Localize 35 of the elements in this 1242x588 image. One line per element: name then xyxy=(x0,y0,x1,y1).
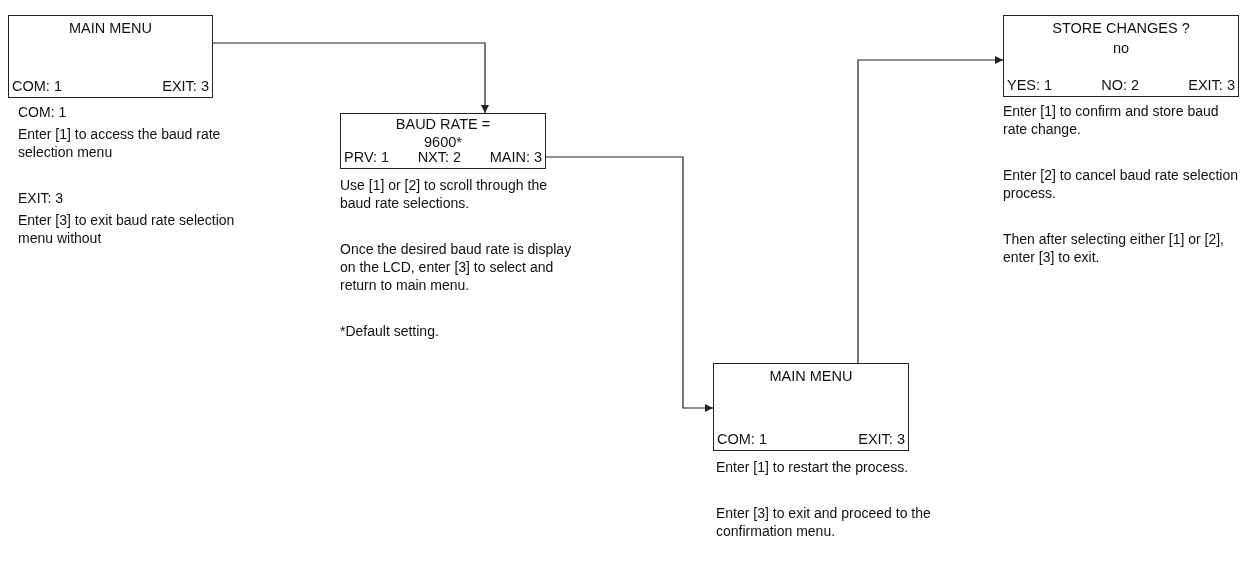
key-option: COM: 1 xyxy=(717,431,767,447)
instruction-text: Enter [1] to access the baud rate selection menu xyxy=(18,125,222,161)
instruction-text: Enter [2] to cancel baud rate selection process. xyxy=(1003,166,1240,202)
lcd-screen-box xyxy=(340,113,546,169)
instruction-text: Enter [3] to exit baud rate selection menu without xyxy=(18,211,236,247)
screen-title: MAIN MENU xyxy=(768,368,854,384)
key-option: PRV: 1 xyxy=(344,149,390,165)
screen-title: BAUD RATE = xyxy=(394,116,492,132)
screen-value: no xyxy=(1111,40,1131,56)
lcd-screen-box xyxy=(713,363,909,451)
connector-arrow xyxy=(212,42,489,114)
instruction-text: Enter [1] to restart the process. xyxy=(716,458,910,476)
instruction-text: Use [1] or [2] to scroll through the baud rate selections. xyxy=(340,176,548,212)
key-option: NXT: 2 xyxy=(417,149,462,165)
screen-title: STORE CHANGES ? xyxy=(1051,20,1191,36)
instruction-text: COM: 1 xyxy=(18,103,68,121)
instruction-text: Then after selecting either [1] or [2], enter [3] to exit. xyxy=(1003,230,1225,266)
screen-value: 9600* xyxy=(423,134,463,150)
instruction-text: *Default setting. xyxy=(340,322,440,340)
lcd-screen-box xyxy=(1003,15,1239,97)
key-option: EXIT: 3 xyxy=(858,431,905,447)
key-option: COM: 1 xyxy=(12,78,62,94)
connector-arrow xyxy=(857,56,1004,364)
key-option: EXIT: 3 xyxy=(1188,77,1235,93)
instruction-text: Once the desired baud rate is display on the LCD, enter [3] to select and return to main menu. xyxy=(340,240,573,294)
instruction-text: Enter [1] to confirm and store baud rate change. xyxy=(1003,102,1220,138)
instruction-text: EXIT: 3 xyxy=(18,189,65,207)
screen-title: MAIN MENU xyxy=(68,20,153,36)
lcd-screen-box xyxy=(8,15,213,98)
key-option: MAIN: 3 xyxy=(489,149,542,165)
connector-arrow xyxy=(545,156,714,412)
key-option: EXIT: 3 xyxy=(162,78,209,94)
key-option: NO: 2 xyxy=(1101,77,1140,93)
instruction-text: Enter [3] to exit and proceed to the confirmation menu. xyxy=(716,504,932,540)
key-option: YES: 1 xyxy=(1007,77,1053,93)
